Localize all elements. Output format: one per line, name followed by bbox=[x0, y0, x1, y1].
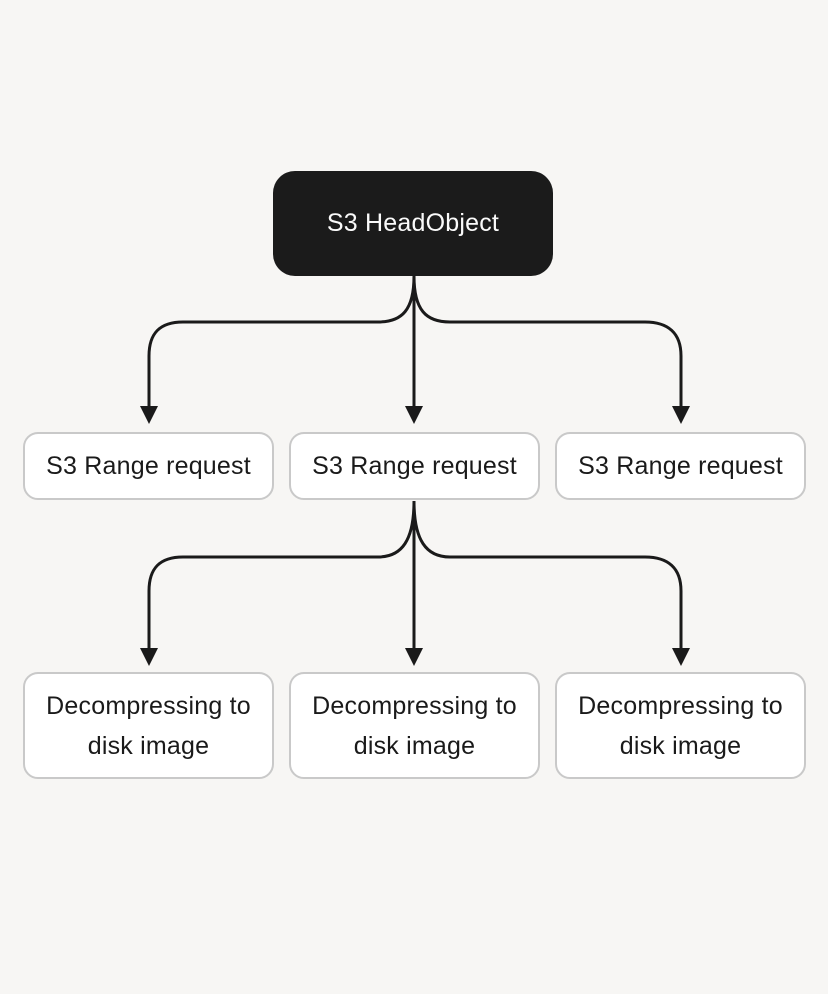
node-label: S3 HeadObject bbox=[326, 209, 500, 237]
node-decompressing-3: Decompressing to disk image bbox=[555, 672, 806, 779]
arrowhead-row1-right bbox=[672, 406, 690, 424]
arrowhead-row1-left bbox=[140, 406, 158, 424]
node-s3-range-request-2: S3 Range request bbox=[289, 432, 540, 500]
node-s3-range-request-3: S3 Range request bbox=[555, 432, 806, 500]
node-decompressing-1: Decompressing to disk image bbox=[23, 672, 274, 779]
connector-root-to-right bbox=[412, 275, 683, 407]
node-label: S3 Range request bbox=[46, 451, 251, 480]
node-label: S3 Range request bbox=[578, 451, 783, 480]
node-label: Decompressing to disk image bbox=[46, 691, 251, 760]
arrowhead-row1-mid bbox=[405, 406, 423, 424]
arrowhead-row2-mid bbox=[405, 648, 423, 666]
node-label: S3 Range request bbox=[312, 451, 517, 480]
connector-root-to-left bbox=[147, 275, 416, 407]
node-label: Decompressing to disk image bbox=[578, 691, 783, 760]
connector-mid-to-left bbox=[147, 500, 416, 649]
arrowhead-row2-right bbox=[672, 648, 690, 666]
node-s3-headobject: S3 HeadObject bbox=[273, 171, 553, 276]
arrowhead-row2-left bbox=[140, 648, 158, 666]
connector-mid-to-right bbox=[412, 500, 683, 649]
node-label: Decompressing to disk image bbox=[312, 691, 517, 760]
node-s3-range-request-1: S3 Range request bbox=[23, 432, 274, 500]
node-decompressing-2: Decompressing to disk image bbox=[289, 672, 540, 779]
